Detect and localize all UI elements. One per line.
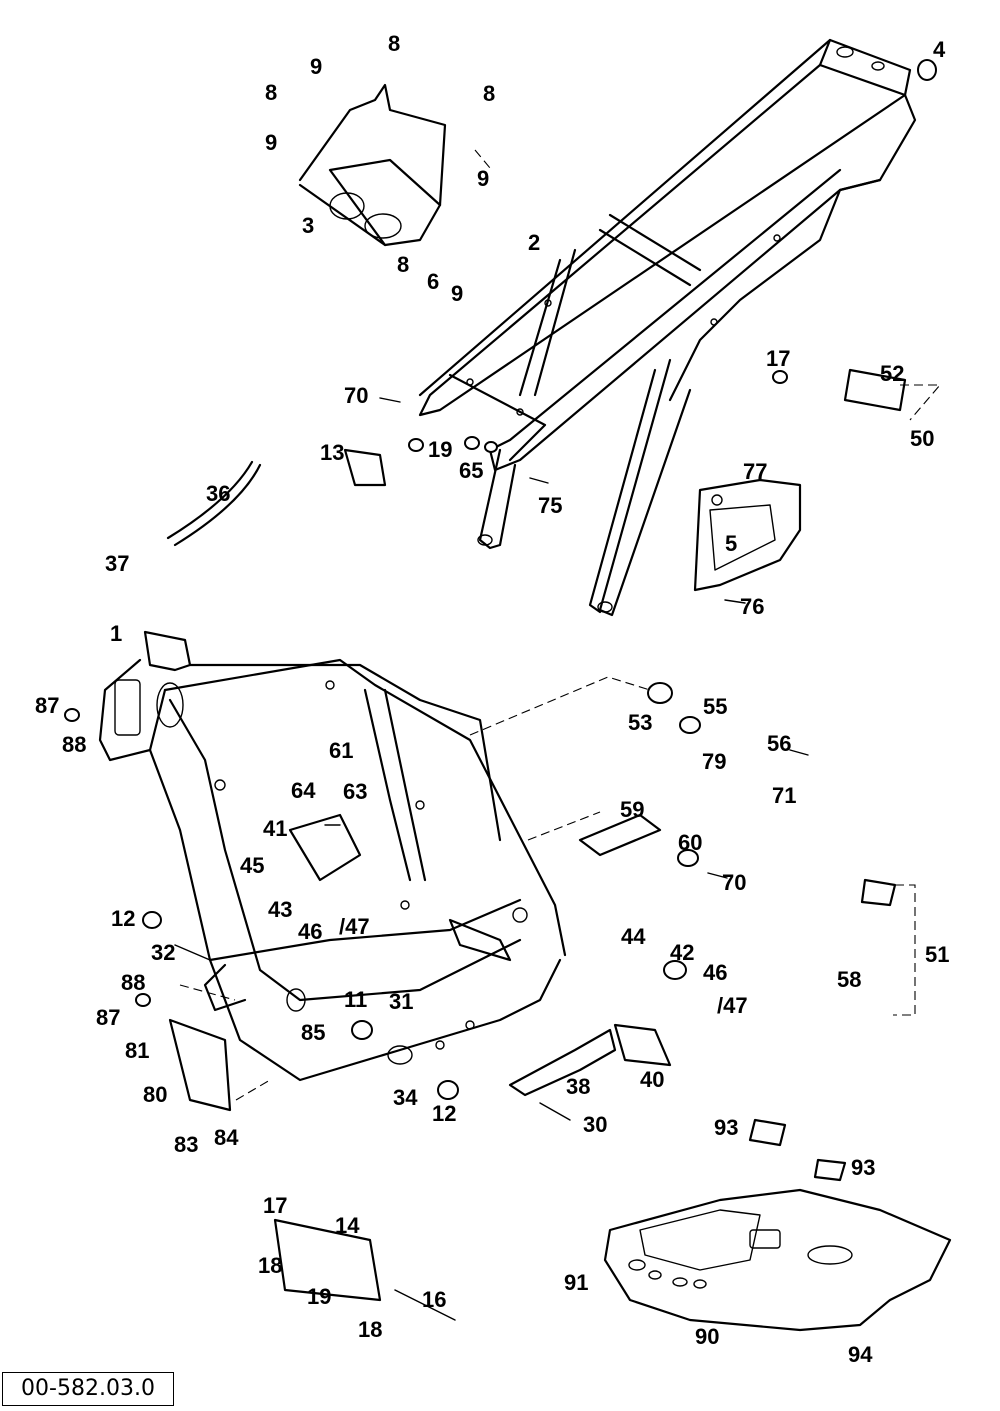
callout-38: 38 (566, 1074, 590, 1099)
callout-87a: 87 (35, 693, 59, 718)
callout-18b: 18 (358, 1317, 382, 1342)
callout-58: 58 (837, 967, 861, 992)
callout-76: 76 (740, 594, 764, 619)
callout-9c: 9 (477, 166, 489, 191)
dashed-leader-lines (179, 149, 942, 1101)
callout-79: 79 (702, 749, 726, 774)
callout-1: 1 (110, 621, 122, 646)
callout-44: 44 (621, 924, 646, 949)
callout-9d: 9 (451, 281, 463, 306)
callout-6: 6 (427, 269, 439, 294)
callout-8d: 8 (397, 252, 409, 277)
callout-12b: 12 (432, 1101, 456, 1126)
callout-9b: 9 (265, 130, 277, 155)
callout-8c: 8 (483, 81, 495, 106)
callout-41: 41 (263, 816, 287, 841)
callout-42: 42 (670, 940, 694, 965)
callout-60: 60 (678, 830, 702, 855)
callout-14: 14 (335, 1213, 360, 1238)
callout-77: 77 (743, 459, 767, 484)
callout-47b: /47 (717, 993, 748, 1018)
callout-61: 61 (329, 738, 353, 763)
callout-85: 85 (301, 1020, 325, 1045)
callout-9a: 9 (310, 54, 322, 79)
callout-3: 3 (302, 213, 314, 238)
callout-19a: 19 (428, 437, 452, 462)
callout-46b: 46 (703, 960, 727, 985)
callout-46a: 46 (298, 919, 322, 944)
callout-5: 5 (725, 531, 737, 556)
callout-17b: 17 (263, 1193, 287, 1218)
callout-65: 65 (459, 458, 483, 483)
callout-71: 71 (772, 783, 796, 808)
callout-30: 30 (583, 1112, 607, 1137)
callout-8a: 8 (388, 31, 400, 56)
callout-34: 34 (393, 1085, 418, 1110)
callout-40: 40 (640, 1067, 664, 1092)
callout-87b: 87 (96, 1005, 120, 1030)
callout-91: 91 (564, 1270, 588, 1295)
battery-box-drawing (298, 83, 447, 247)
small-parts-drawings (64, 59, 937, 1321)
callout-2: 2 (528, 230, 540, 255)
callout-88a: 88 (62, 732, 86, 757)
callout-43: 43 (268, 897, 292, 922)
callout-11: 11 (344, 987, 367, 1012)
callout-52: 52 (880, 361, 904, 386)
callout-31: 31 (389, 989, 413, 1014)
main-frame-drawing (98, 630, 567, 1082)
callout-80: 80 (143, 1082, 167, 1107)
callout-50: 50 (910, 426, 934, 451)
callout-59: 59 (620, 797, 644, 822)
callout-labels: 1 2 3 4 5 6 8 8 8 8 9 9 9 9 11 12 12 13 … (35, 31, 949, 1367)
skid-plate-drawing (603, 1188, 952, 1332)
callout-81: 81 (125, 1038, 149, 1063)
callout-32: 32 (151, 940, 175, 965)
number-plate-drawing (693, 478, 802, 592)
callout-64: 64 (291, 778, 316, 803)
callout-16: 16 (422, 1287, 446, 1312)
callout-83: 83 (174, 1132, 198, 1157)
callout-8b: 8 (265, 80, 277, 105)
callout-70a: 70 (344, 383, 368, 408)
callout-70b: 70 (722, 870, 746, 895)
callout-37: 37 (105, 551, 129, 576)
callout-53: 53 (628, 710, 652, 735)
callout-19b: 19 (307, 1284, 331, 1309)
callout-51: 51 (925, 942, 949, 967)
callout-13: 13 (320, 440, 344, 465)
callout-56: 56 (767, 731, 791, 756)
reference-number-box: 00-582.03.0 (2, 1372, 174, 1406)
callout-75: 75 (538, 493, 562, 518)
callout-63: 63 (343, 779, 367, 804)
subframe-drawing (418, 38, 917, 617)
callout-12a: 12 (111, 906, 135, 931)
callout-84: 84 (214, 1125, 239, 1150)
callout-45: 45 (240, 853, 264, 878)
callout-55: 55 (703, 694, 727, 719)
callout-88b: 88 (121, 970, 145, 995)
callout-36: 36 (206, 481, 230, 506)
callout-93a: 93 (714, 1115, 738, 1140)
callout-93b: 93 (851, 1155, 875, 1180)
callout-94: 94 (848, 1342, 873, 1367)
callout-17a: 17 (766, 346, 790, 371)
callout-90: 90 (695, 1324, 719, 1349)
callout-4: 4 (933, 37, 946, 62)
callout-47a: /47 (339, 914, 370, 939)
callout-18a: 18 (258, 1253, 282, 1278)
